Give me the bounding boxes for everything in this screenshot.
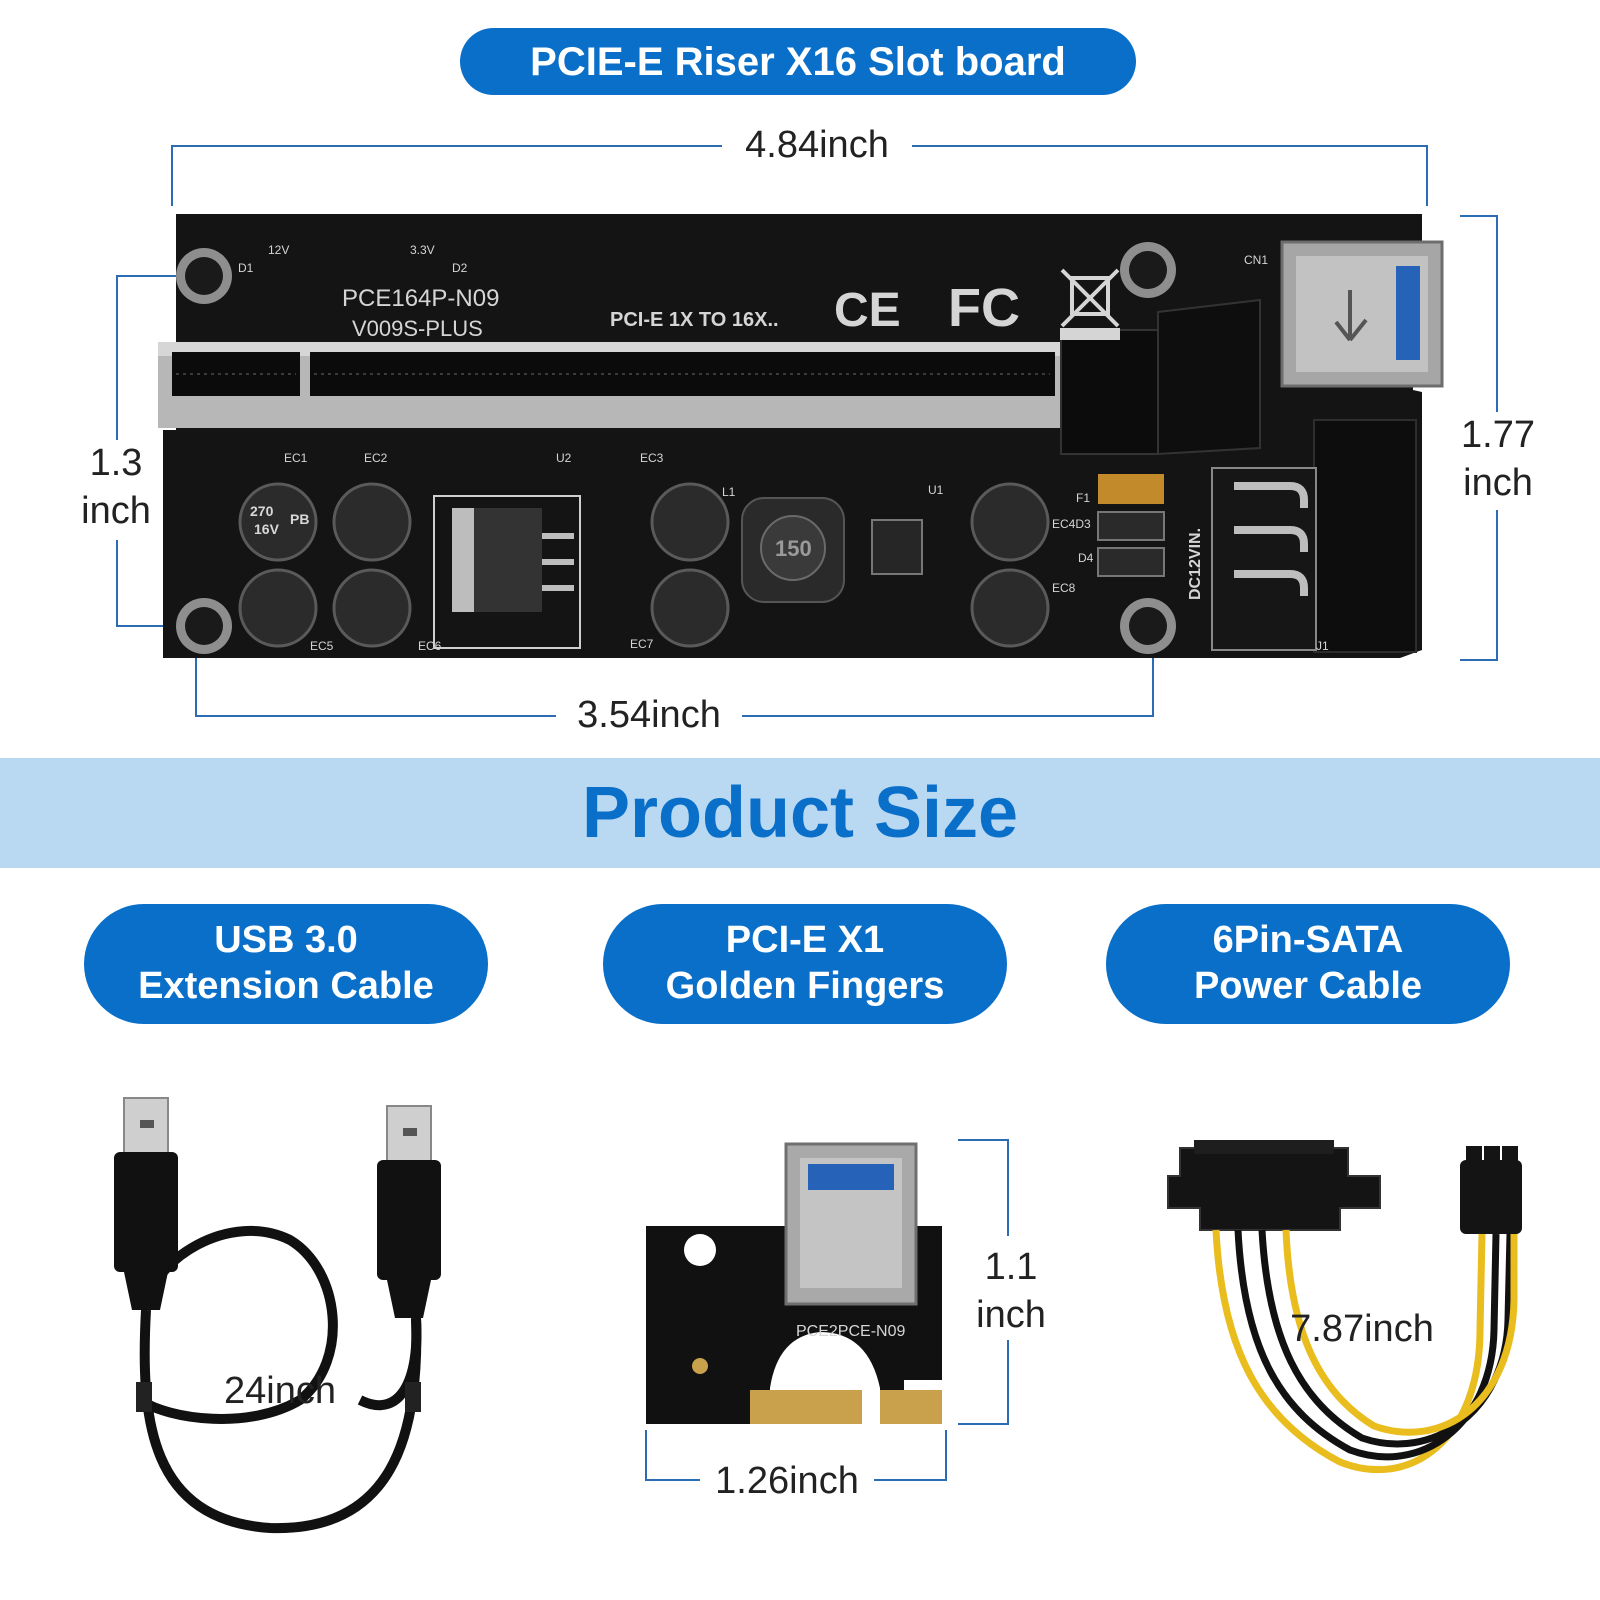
pcie-dimension-lines bbox=[645, 1139, 1009, 1481]
cap-label-2: 16V bbox=[254, 521, 280, 537]
pcie-badge-line2: Golden Fingers bbox=[665, 965, 945, 1007]
label-d1: D1 bbox=[238, 261, 254, 275]
label-l1: L1 bbox=[722, 485, 736, 499]
sata-cable-badge: 6Pin-SATA Power Cable bbox=[1106, 904, 1510, 1024]
riser-board: 270 16V PB 150 PCE164P-N09 V009S-PLUS PC bbox=[116, 145, 1498, 717]
board-width-label: 4.84inch bbox=[722, 122, 912, 170]
banner-title: Product Size bbox=[581, 773, 1019, 853]
hole-spacing-vertical-value: 1.3 bbox=[89, 442, 143, 484]
hole-spacing-vertical-unit: inch bbox=[81, 489, 151, 532]
label-d4: D4 bbox=[1078, 551, 1094, 565]
usb-cable bbox=[114, 1097, 441, 1534]
cap-label-3: PB bbox=[290, 511, 309, 527]
board-height-unit: inch bbox=[1463, 461, 1533, 504]
weee-bin-icon bbox=[1060, 268, 1120, 340]
label-u2: U2 bbox=[556, 451, 572, 465]
label-ec7: EC7 bbox=[630, 637, 654, 651]
chip-u1 bbox=[871, 519, 923, 575]
label-dc12vin: DC12VIN. bbox=[1187, 528, 1204, 600]
title-badge: PCIE-E Riser X16 Slot board bbox=[460, 28, 1136, 95]
regulator-outline bbox=[433, 495, 581, 649]
board-height-value: 1.77 bbox=[1461, 414, 1535, 456]
6pin-connector bbox=[1460, 1160, 1522, 1234]
label-d2: D2 bbox=[452, 261, 468, 275]
mounting-holes bbox=[176, 242, 1176, 654]
usb-badge-line1: USB 3.0 bbox=[214, 919, 358, 962]
inductor-label: 150 bbox=[775, 536, 812, 561]
capacitors: 270 16V PB bbox=[238, 482, 1050, 648]
label-ec6: EC6 bbox=[418, 639, 442, 653]
usb-badge-line2: Extension Cable bbox=[138, 965, 434, 1007]
usb-cable-length-label: 24inch bbox=[224, 1370, 336, 1412]
label-33v: 3.3V bbox=[410, 243, 435, 257]
sata-cable bbox=[1167, 1140, 1522, 1474]
label-ec4d3: EC4D3 bbox=[1052, 517, 1091, 531]
board-version: V009S-PLUS bbox=[352, 316, 483, 341]
label-ec8: EC8 bbox=[1052, 581, 1076, 595]
power-connector bbox=[1313, 419, 1417, 653]
label-u1: U1 bbox=[928, 483, 944, 497]
hole-spacing-horizontal-label: 3.54inch bbox=[556, 692, 742, 740]
label-j1: J1 bbox=[1316, 639, 1329, 653]
sata-connector bbox=[1167, 1147, 1381, 1231]
pcie-card-height-unit: inch bbox=[976, 1293, 1046, 1336]
ce-mark: CE bbox=[834, 284, 901, 337]
pcie-card-width-label: 1.26inch bbox=[700, 1458, 874, 1506]
pcie-card-badge: PCI-E X1 Golden Fingers bbox=[603, 904, 1007, 1024]
hole-spacing-vertical-label: 1.3 inch bbox=[66, 440, 166, 535]
board-slogan: PCI-E 1X TO 16X.. bbox=[610, 309, 779, 331]
pcie-badge-line1: PCI-E X1 bbox=[725, 919, 885, 962]
label-12v: 12V bbox=[268, 243, 289, 257]
dimension-lines bbox=[116, 145, 1498, 717]
fuse-f1 bbox=[1098, 474, 1164, 504]
fc-mark: FC bbox=[948, 278, 1020, 338]
sata-badge-line1: 6Pin-SATA bbox=[1212, 919, 1404, 962]
pcie-card-height-value: 1.1 bbox=[984, 1246, 1038, 1288]
label-f1: F1 bbox=[1076, 491, 1090, 505]
label-ec1: EC1 bbox=[284, 451, 308, 465]
title-text: PCIE-E Riser X16 Slot board bbox=[530, 39, 1066, 84]
board-model: PCE164P-N09 bbox=[342, 285, 499, 312]
sata-badge-line2: Power Cable bbox=[1193, 965, 1423, 1007]
label-cn1: CN1 bbox=[1244, 253, 1268, 267]
usb-cable-badge: USB 3.0 Extension Cable bbox=[84, 904, 488, 1024]
label-ec2: EC2 bbox=[364, 451, 388, 465]
sata-cable-length-label: 7.87inch bbox=[1290, 1308, 1434, 1350]
usb-logo-icon bbox=[1334, 290, 1368, 342]
board-height-label: 1.77 inch bbox=[1452, 412, 1544, 507]
product-size-banner: Product Size bbox=[0, 758, 1600, 868]
label-ec3: EC3 bbox=[640, 451, 664, 465]
pcie-card-model: PCE2PCE-N09 bbox=[796, 1323, 905, 1340]
cap-label-1: 270 bbox=[250, 503, 274, 519]
pcie-card-height-label: 1.1 inch bbox=[966, 1244, 1056, 1339]
pcie-x1-card: PCE2PCE-N09 bbox=[645, 1139, 1009, 1481]
label-ec5: EC5 bbox=[310, 639, 334, 653]
